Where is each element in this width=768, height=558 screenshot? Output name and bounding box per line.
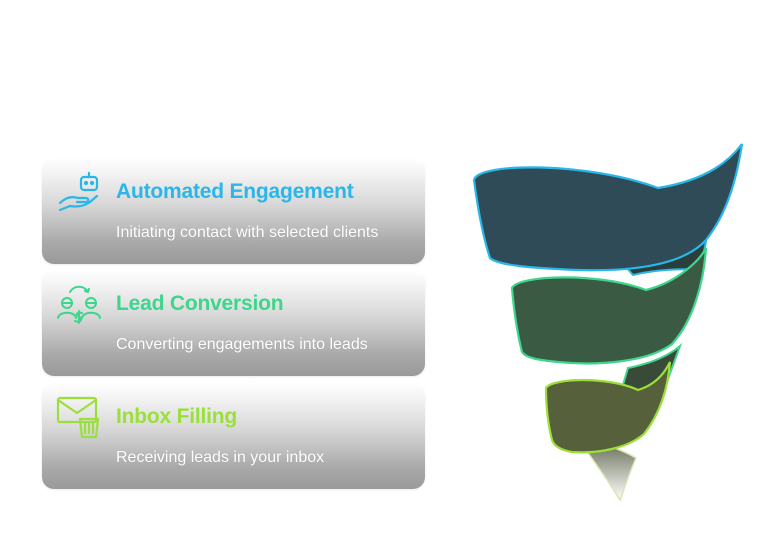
stage-description: Initiating contact with selected clients [116,224,379,241]
mail-inbox-icon [56,396,100,439]
stage-card-lead-conversion: Lead Conversion Converting engagements i… [42,270,425,376]
stage-card-automated-engagement: Automated Engagement Initiating contact … [42,158,425,264]
stage-description: Converting engagements into leads [116,336,368,353]
stage-title: Inbox Filling [116,405,238,428]
stage-card-inbox-filling: Inbox Filling Receiving leads in your in… [42,383,425,489]
robot-hand-icon [58,171,99,212]
stage-description: Receiving leads in your inbox [116,449,325,466]
people-exchange-icon [57,285,101,324]
funnel-band-engagement [472,143,744,272]
stage-title: Lead Conversion [116,292,284,315]
funnel-band-conversion [510,247,708,365]
funnel-band-inbox [544,361,672,454]
funnel-spiral-graphic [472,143,744,502]
stage-title: Automated Engagement [116,180,354,203]
